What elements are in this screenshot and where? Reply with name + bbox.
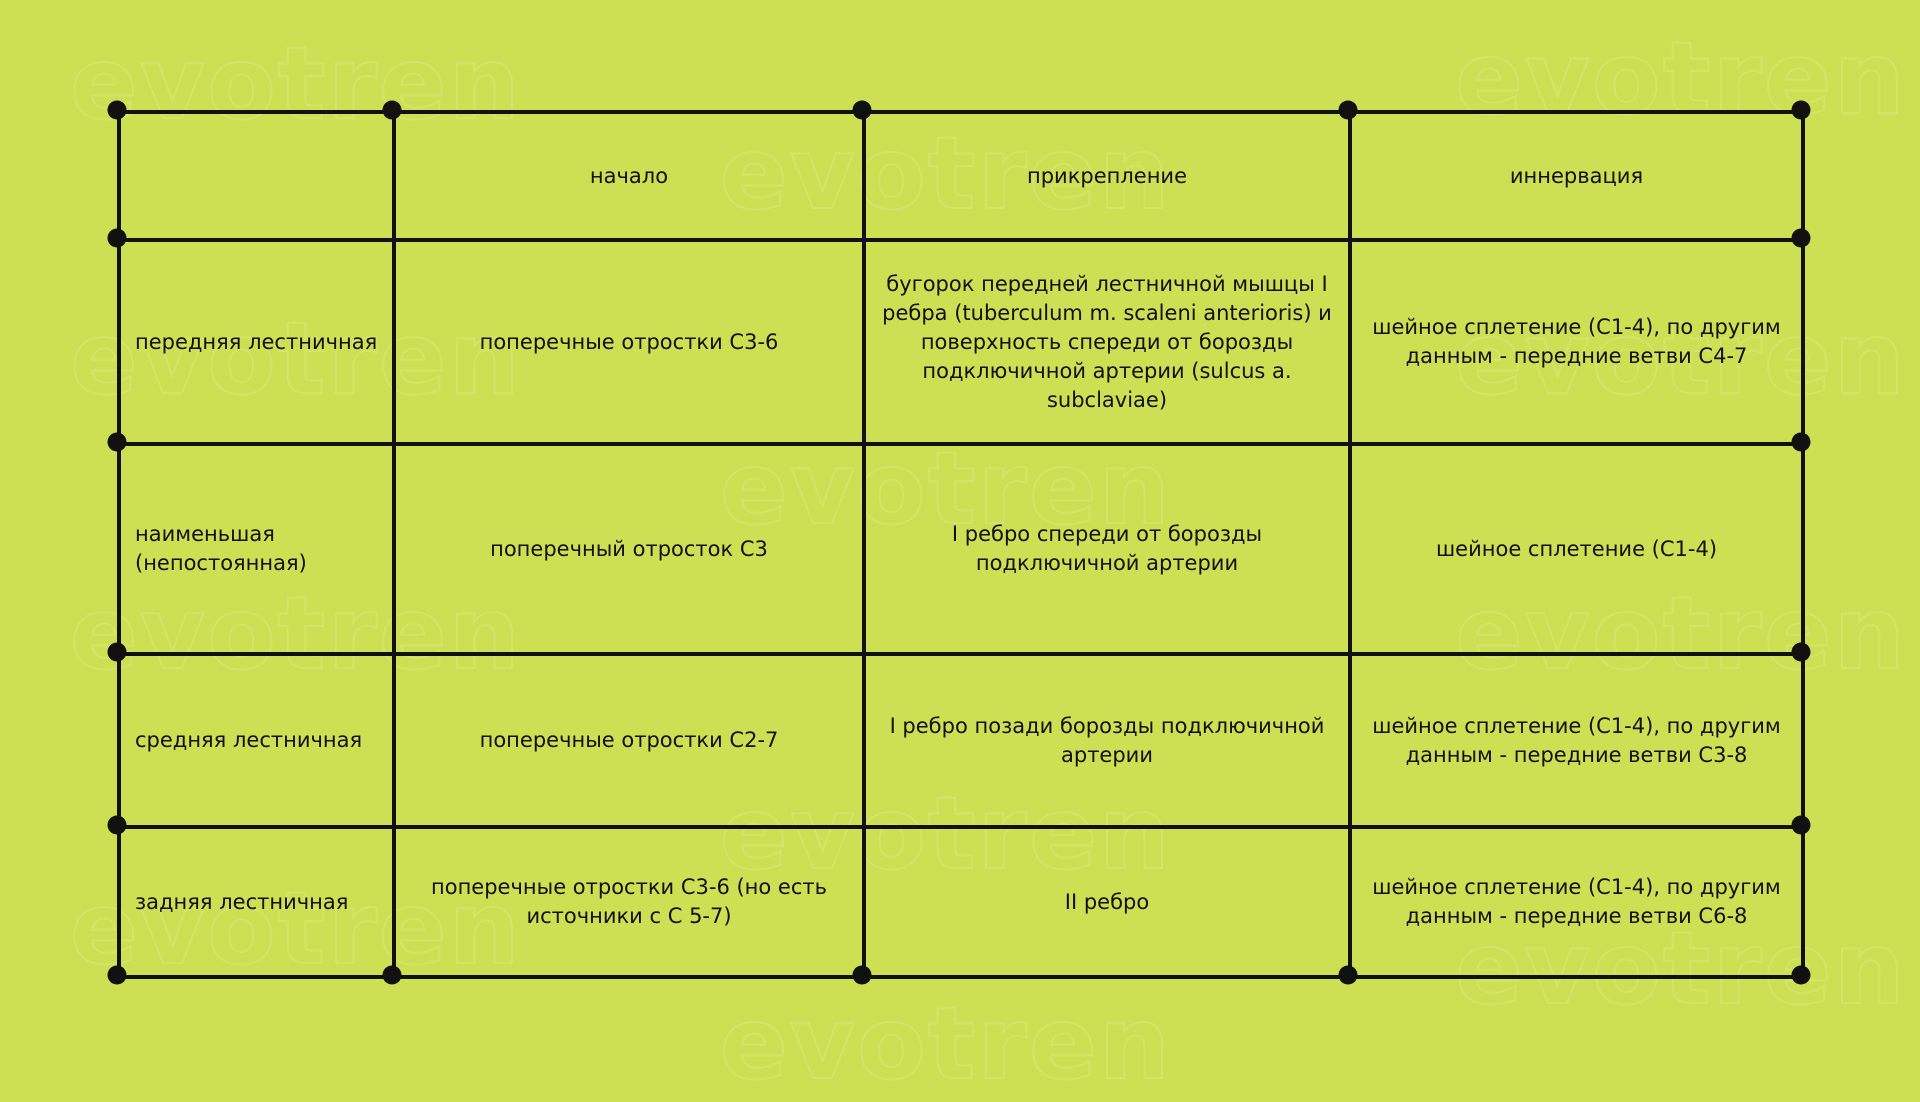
row-muscle-name: передняя лестничная xyxy=(117,238,396,446)
grid-node-dot xyxy=(1338,965,1358,985)
row-origin-cell: поперечный отросток С3 xyxy=(392,442,866,656)
row-origin-cell: поперечные отростки С3-6 xyxy=(392,238,866,446)
grid-node-dot xyxy=(107,642,127,662)
row-innervation-cell: шейное сплетение (C1-4), по другим данны… xyxy=(1348,825,1805,979)
grid-node-dot xyxy=(382,100,402,120)
row-attachment-cell: I ребро спереди от борозды подключичной … xyxy=(862,442,1352,656)
grid-node-dot xyxy=(107,432,127,452)
grid-node-dot xyxy=(107,100,127,120)
grid-node-dot xyxy=(107,815,127,835)
grid-node-dot xyxy=(1791,815,1811,835)
grid-node-dot xyxy=(1791,965,1811,985)
row-origin-cell: поперечные отростки С3-6 (но есть источн… xyxy=(392,825,866,979)
grid-node-dot xyxy=(1791,432,1811,452)
table-row: наименьшая (непостоянная) поперечный отр… xyxy=(117,442,1805,656)
grid-node-dot xyxy=(1791,100,1811,120)
grid-node-dot xyxy=(852,100,872,120)
row-innervation-cell: шейное сплетение (C1-4) xyxy=(1348,442,1805,656)
scalene-muscles-table: начало прикрепление иннервация передняя … xyxy=(117,110,1805,979)
grid-node-dot xyxy=(107,228,127,248)
row-innervation-cell: шейное сплетение (C1-4), по другим данны… xyxy=(1348,652,1805,829)
row-attachment-cell: бугорок передней лестничной мышцы I ребр… xyxy=(862,238,1352,446)
grid-node-dot xyxy=(1791,642,1811,662)
row-attachment-cell: II ребро xyxy=(862,825,1352,979)
row-innervation-cell: шейное сплетение (C1-4), по другим данны… xyxy=(1348,238,1805,446)
header-cell-attachment: прикрепление xyxy=(862,110,1352,242)
grid-node-dot xyxy=(382,965,402,985)
grid-node-dot xyxy=(107,965,127,985)
row-muscle-name: средняя лестничная xyxy=(117,652,396,829)
row-origin-cell: поперечные отростки С2-7 xyxy=(392,652,866,829)
header-cell-origin: начало xyxy=(392,110,866,242)
table-row: передняя лестничная поперечные отростки … xyxy=(117,238,1805,446)
grid-node-dot xyxy=(1791,228,1811,248)
grid-node-dot xyxy=(1338,100,1358,120)
table-row: задняя лестничная поперечные отростки С3… xyxy=(117,825,1805,979)
row-muscle-name: задняя лестничная xyxy=(117,825,396,979)
grid-node-dot xyxy=(852,965,872,985)
row-muscle-name: наименьшая (непостоянная) xyxy=(117,442,396,656)
table-row: средняя лестничная поперечные отростки С… xyxy=(117,652,1805,829)
header-cell-empty xyxy=(117,110,396,242)
table-header-row: начало прикрепление иннервация xyxy=(117,110,1805,242)
row-attachment-cell: I ребро позади борозды подключичной арте… xyxy=(862,652,1352,829)
scalene-muscles-table-container: начало прикрепление иннервация передняя … xyxy=(117,110,1805,979)
header-cell-innervation: иннервация xyxy=(1348,110,1805,242)
watermark-logo: evotren xyxy=(719,984,1172,1102)
